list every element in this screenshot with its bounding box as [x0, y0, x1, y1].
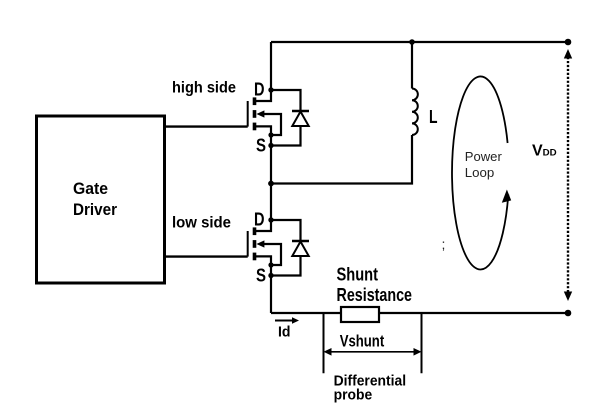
svg-text:V: V	[532, 142, 543, 159]
svg-text:Vshunt: Vshunt	[340, 332, 385, 351]
svg-text:low side: low side	[172, 215, 231, 232]
svg-text:;: ;	[442, 236, 446, 252]
svg-text:D: D	[254, 209, 265, 229]
svg-text:S: S	[256, 136, 266, 156]
svg-text:Loop: Loop	[465, 165, 495, 180]
svg-text:DD: DD	[543, 148, 557, 159]
svg-text:probe: probe	[334, 387, 373, 404]
svg-text:Shunt: Shunt	[337, 264, 379, 284]
svg-text:L: L	[429, 106, 438, 127]
svg-text:Power: Power	[465, 149, 503, 164]
svg-text:D: D	[254, 79, 265, 99]
svg-text:Resistance: Resistance	[337, 285, 413, 305]
svg-text:Differential: Differential	[334, 373, 407, 390]
svg-text:Gate: Gate	[73, 179, 108, 198]
svg-text:S: S	[256, 266, 266, 286]
svg-text:high side: high side	[172, 80, 236, 97]
svg-text:Id: Id	[278, 323, 291, 340]
svg-text:Driver: Driver	[73, 200, 117, 219]
